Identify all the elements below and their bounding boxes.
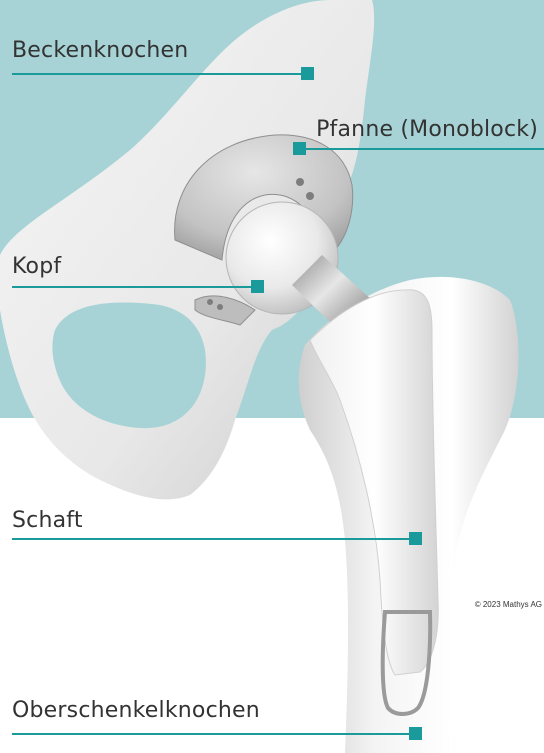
label-oberschenkelknochen: Oberschenkelknochen <box>12 698 260 724</box>
label-kopf: Kopf <box>12 254 61 280</box>
marker-beckenknochen <box>301 67 314 80</box>
label-pfanne: Pfanne (Monoblock) <box>316 117 538 143</box>
leader-line-kopf <box>12 286 258 288</box>
marker-schaft <box>409 532 422 545</box>
label-beckenknochen: Beckenknochen <box>12 38 188 64</box>
label-schaft: Schaft <box>12 508 83 534</box>
copyright-notice: © 2023 Mathys AG <box>475 600 542 609</box>
leader-line-oberschenkelknochen <box>12 733 416 735</box>
marker-pfanne <box>293 142 306 155</box>
marker-oberschenkelknochen <box>409 727 422 740</box>
leader-line-beckenknochen <box>12 73 308 75</box>
leader-line-schaft <box>12 538 416 540</box>
marker-kopf <box>251 280 264 293</box>
leader-line-pfanne <box>300 148 544 150</box>
